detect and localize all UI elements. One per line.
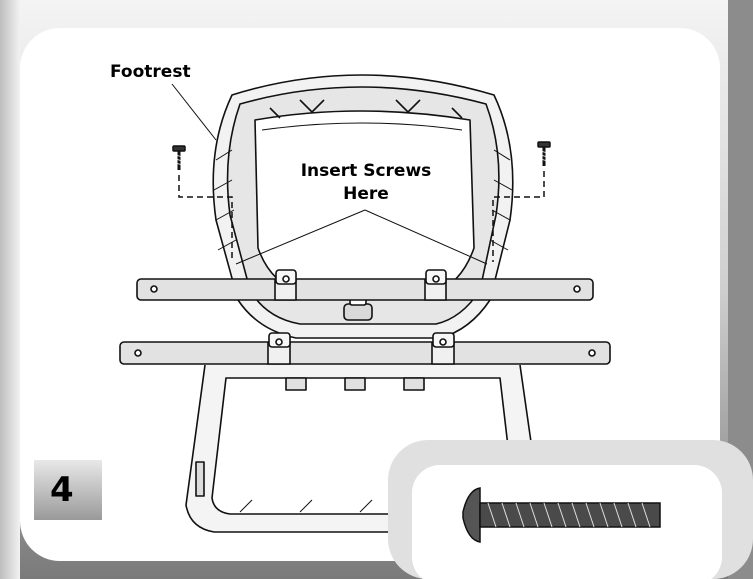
insert-screws-line2: Here [343, 184, 389, 204]
screw-closeup-icon [462, 487, 661, 543]
insert-screws-label: Insert Screws Here [282, 160, 450, 206]
step-box [34, 460, 102, 520]
insert-screws-line1: Insert Screws [300, 161, 432, 181]
callout-lines [171, 83, 488, 265]
screw-guides [178, 171, 545, 262]
step-number: 4 [50, 470, 74, 510]
right-screw [537, 141, 551, 166]
footrest-label: Footrest [110, 62, 191, 82]
left-screw [172, 145, 186, 170]
lower-bar [119, 332, 611, 365]
upper-bar [136, 269, 594, 301]
